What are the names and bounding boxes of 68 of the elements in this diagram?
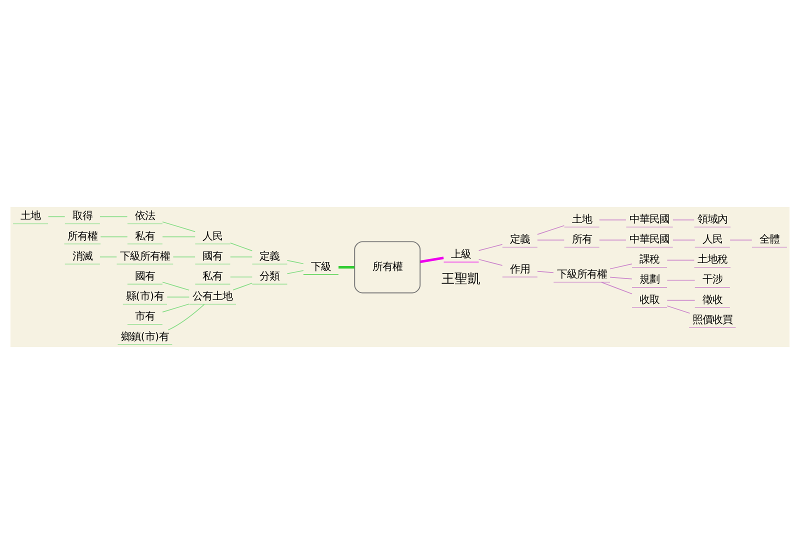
connector (230, 276, 253, 278)
connector (162, 221, 196, 232)
connector (666, 260, 695, 261)
connector (286, 270, 304, 274)
node-text: 規劃 (640, 274, 660, 286)
node-text: 國有 (202, 250, 223, 262)
connector (100, 236, 128, 238)
connector (172, 256, 196, 258)
node-box: 所有權 (354, 241, 421, 294)
node-text: 取得 (72, 210, 92, 222)
node-text: 縣(市)有 (126, 290, 164, 303)
connector (537, 225, 565, 235)
node-text: 干涉 (702, 274, 722, 286)
connector (162, 282, 190, 291)
node-text: 定義 (260, 250, 280, 262)
node-text: 下級 (310, 260, 331, 273)
node-text: 所有 (572, 234, 592, 246)
label: 王聖凱 (442, 272, 481, 287)
connector (100, 216, 128, 218)
connector (48, 216, 66, 218)
node-text: 下級所有權 (556, 268, 607, 281)
connector (232, 282, 253, 290)
connector (162, 304, 190, 312)
node-text: 上級 (451, 248, 472, 260)
connector (420, 256, 444, 264)
node-text: 人民 (702, 234, 722, 246)
node-text: 照價收買 (692, 314, 732, 326)
connector (100, 256, 118, 258)
connector (286, 260, 304, 264)
node-text: 領域內 (697, 213, 728, 226)
node-text: 土地 (20, 210, 41, 222)
node-text: 依法 (134, 210, 155, 222)
connector (666, 280, 696, 281)
node-text: 課稅 (640, 254, 660, 266)
node-text: 公有土地 (192, 290, 233, 303)
node-text: 全體 (759, 234, 780, 246)
connector (600, 282, 632, 294)
node-text: 鄉鎮(市)有 (120, 330, 169, 343)
connector (610, 264, 632, 270)
node-text: 人民 (202, 230, 223, 242)
node-text: 國有 (134, 270, 155, 282)
node-text: 徵收 (702, 294, 722, 306)
node-text: 中華民國 (630, 213, 670, 226)
connector (478, 258, 503, 266)
connector (478, 244, 503, 251)
node-text: 私有 (134, 230, 155, 242)
node-text: 分類 (260, 270, 280, 282)
node-text: 收取 (640, 294, 660, 306)
node-text: 消滅 (72, 250, 92, 262)
node-text: 定義 (510, 234, 530, 246)
connector (610, 276, 632, 280)
node-text: 所有權 (67, 230, 98, 242)
connector (230, 242, 253, 252)
node-text: 下級所有權 (120, 250, 170, 262)
connector (338, 266, 354, 269)
node-text: 中華民國 (630, 234, 670, 246)
connector (537, 270, 554, 274)
node-text: 私有 (202, 270, 223, 282)
node-text: 土地稅 (697, 254, 728, 266)
connector (162, 236, 196, 238)
connector (230, 256, 253, 258)
connector (666, 300, 696, 301)
node-text: 土地 (572, 213, 592, 226)
connector (166, 296, 190, 298)
node-text: 作用 (510, 263, 530, 276)
connector (168, 304, 205, 330)
connector (666, 305, 690, 314)
node-text: 市有 (134, 310, 155, 323)
